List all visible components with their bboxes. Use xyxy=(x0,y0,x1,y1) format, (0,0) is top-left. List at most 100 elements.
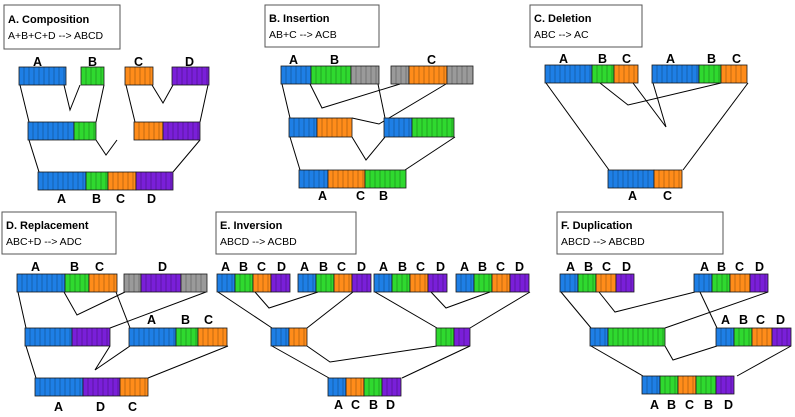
seg-label: C xyxy=(622,52,631,66)
segment-d xyxy=(615,273,635,293)
segment-d xyxy=(171,66,210,86)
seg-label: A xyxy=(379,260,388,274)
seg-label: C xyxy=(663,189,672,203)
segment-a xyxy=(383,117,413,138)
segment-d xyxy=(453,327,471,347)
seg-label: A xyxy=(54,400,63,414)
chromosome-bar xyxy=(327,377,402,397)
seg-label: D xyxy=(96,400,105,414)
segment-d xyxy=(749,273,769,293)
seg-label: D xyxy=(147,192,156,206)
segment-a xyxy=(641,375,661,395)
segment-x xyxy=(180,273,208,293)
segment-b xyxy=(391,273,411,293)
seg-label: B xyxy=(478,260,487,274)
panel-c-title: C. Deletion xyxy=(534,13,592,25)
seg-label: A xyxy=(334,398,343,412)
seg-label: B xyxy=(398,260,407,274)
segment-c xyxy=(197,327,228,347)
segment-c xyxy=(252,273,272,293)
seg-label: A xyxy=(566,260,575,274)
panel-e-title: E. Inversion xyxy=(220,220,283,232)
chromosome-bar xyxy=(80,66,105,86)
segment-x xyxy=(123,273,142,293)
seg-label: B xyxy=(319,260,328,274)
segment-b xyxy=(411,117,455,138)
segment-c xyxy=(408,65,448,85)
segment-b xyxy=(711,273,731,293)
panel-a-title: A. Composition xyxy=(8,14,90,26)
seg-label: A xyxy=(147,313,156,327)
segment-b xyxy=(310,65,352,85)
seg-label: C xyxy=(257,260,266,274)
seg-label: C xyxy=(356,189,365,203)
segment-x xyxy=(390,65,410,85)
chromosome-bar xyxy=(18,66,67,86)
segment-a xyxy=(373,273,393,293)
chromosome-bar xyxy=(280,65,380,85)
segment-labels: A B C D A B C D A B C A C B A B C A B C … xyxy=(31,52,785,414)
segment-a xyxy=(270,327,290,347)
seg-label: B xyxy=(330,53,339,67)
segment-a xyxy=(544,64,593,84)
segment-b xyxy=(315,273,335,293)
seg-label: B xyxy=(92,192,101,206)
chromosome-bar xyxy=(216,273,291,293)
segment-a xyxy=(288,117,318,138)
panel-d-title: D. Replacement xyxy=(6,220,89,232)
segment-d xyxy=(351,273,372,293)
seg-label: B xyxy=(181,313,190,327)
panel-f-header: F. Duplication ABCD --> ABCBD xyxy=(556,211,724,255)
segment-x xyxy=(446,65,474,85)
seg-label: A xyxy=(700,260,709,274)
seg-label: D xyxy=(515,260,524,274)
chromosome-segments xyxy=(16,64,792,397)
segment-c xyxy=(119,377,149,397)
panel-f-title: F. Duplication xyxy=(561,220,633,232)
segment-a xyxy=(607,169,655,189)
segment-d xyxy=(162,121,201,141)
seg-label: C xyxy=(602,260,611,274)
segment-x xyxy=(350,65,380,85)
seg-label: D xyxy=(386,398,395,412)
seg-label: C xyxy=(416,260,425,274)
chromosome-bar xyxy=(693,273,769,293)
segment-a xyxy=(216,273,236,293)
connector-lines xyxy=(17,82,792,379)
segment-b xyxy=(73,121,97,141)
seg-label: B xyxy=(707,52,716,66)
segment-a xyxy=(24,327,73,347)
panel-a-rule: A+B+C+D --> ABCD xyxy=(8,30,104,42)
segment-b xyxy=(175,327,199,347)
segment-c xyxy=(88,273,118,293)
segment-a xyxy=(589,327,609,347)
segment-b xyxy=(85,171,109,191)
segment-d xyxy=(140,273,182,293)
segment-d xyxy=(135,171,174,191)
panel-d-header: D. Replacement ABC+D --> ADC xyxy=(1,211,117,255)
chromosome-bar xyxy=(270,327,308,347)
seg-label: C xyxy=(496,260,505,274)
segment-a xyxy=(715,327,735,347)
panel-f-rule: ABCD --> ABCBD xyxy=(561,236,645,248)
seg-label: B xyxy=(739,313,748,327)
seg-label: D xyxy=(622,260,631,274)
segment-c xyxy=(345,377,365,397)
seg-label: B xyxy=(704,398,713,412)
segment-a xyxy=(559,273,579,293)
segment-c xyxy=(613,64,639,84)
seg-label: B xyxy=(239,260,248,274)
segment-b xyxy=(695,375,717,395)
seg-label: C xyxy=(351,398,360,412)
segment-c xyxy=(107,171,137,191)
seg-label: C xyxy=(204,313,213,327)
chromosome-bar xyxy=(34,377,149,397)
seg-label: B xyxy=(70,260,79,274)
panel-c-header: C. Deletion ABC --> AC xyxy=(529,4,643,48)
segment-a xyxy=(37,171,87,191)
chromosome-bar xyxy=(298,169,407,189)
segment-b xyxy=(577,273,597,293)
segment-d xyxy=(270,273,291,293)
segment-a xyxy=(455,273,475,293)
seg-label: C xyxy=(116,192,125,206)
